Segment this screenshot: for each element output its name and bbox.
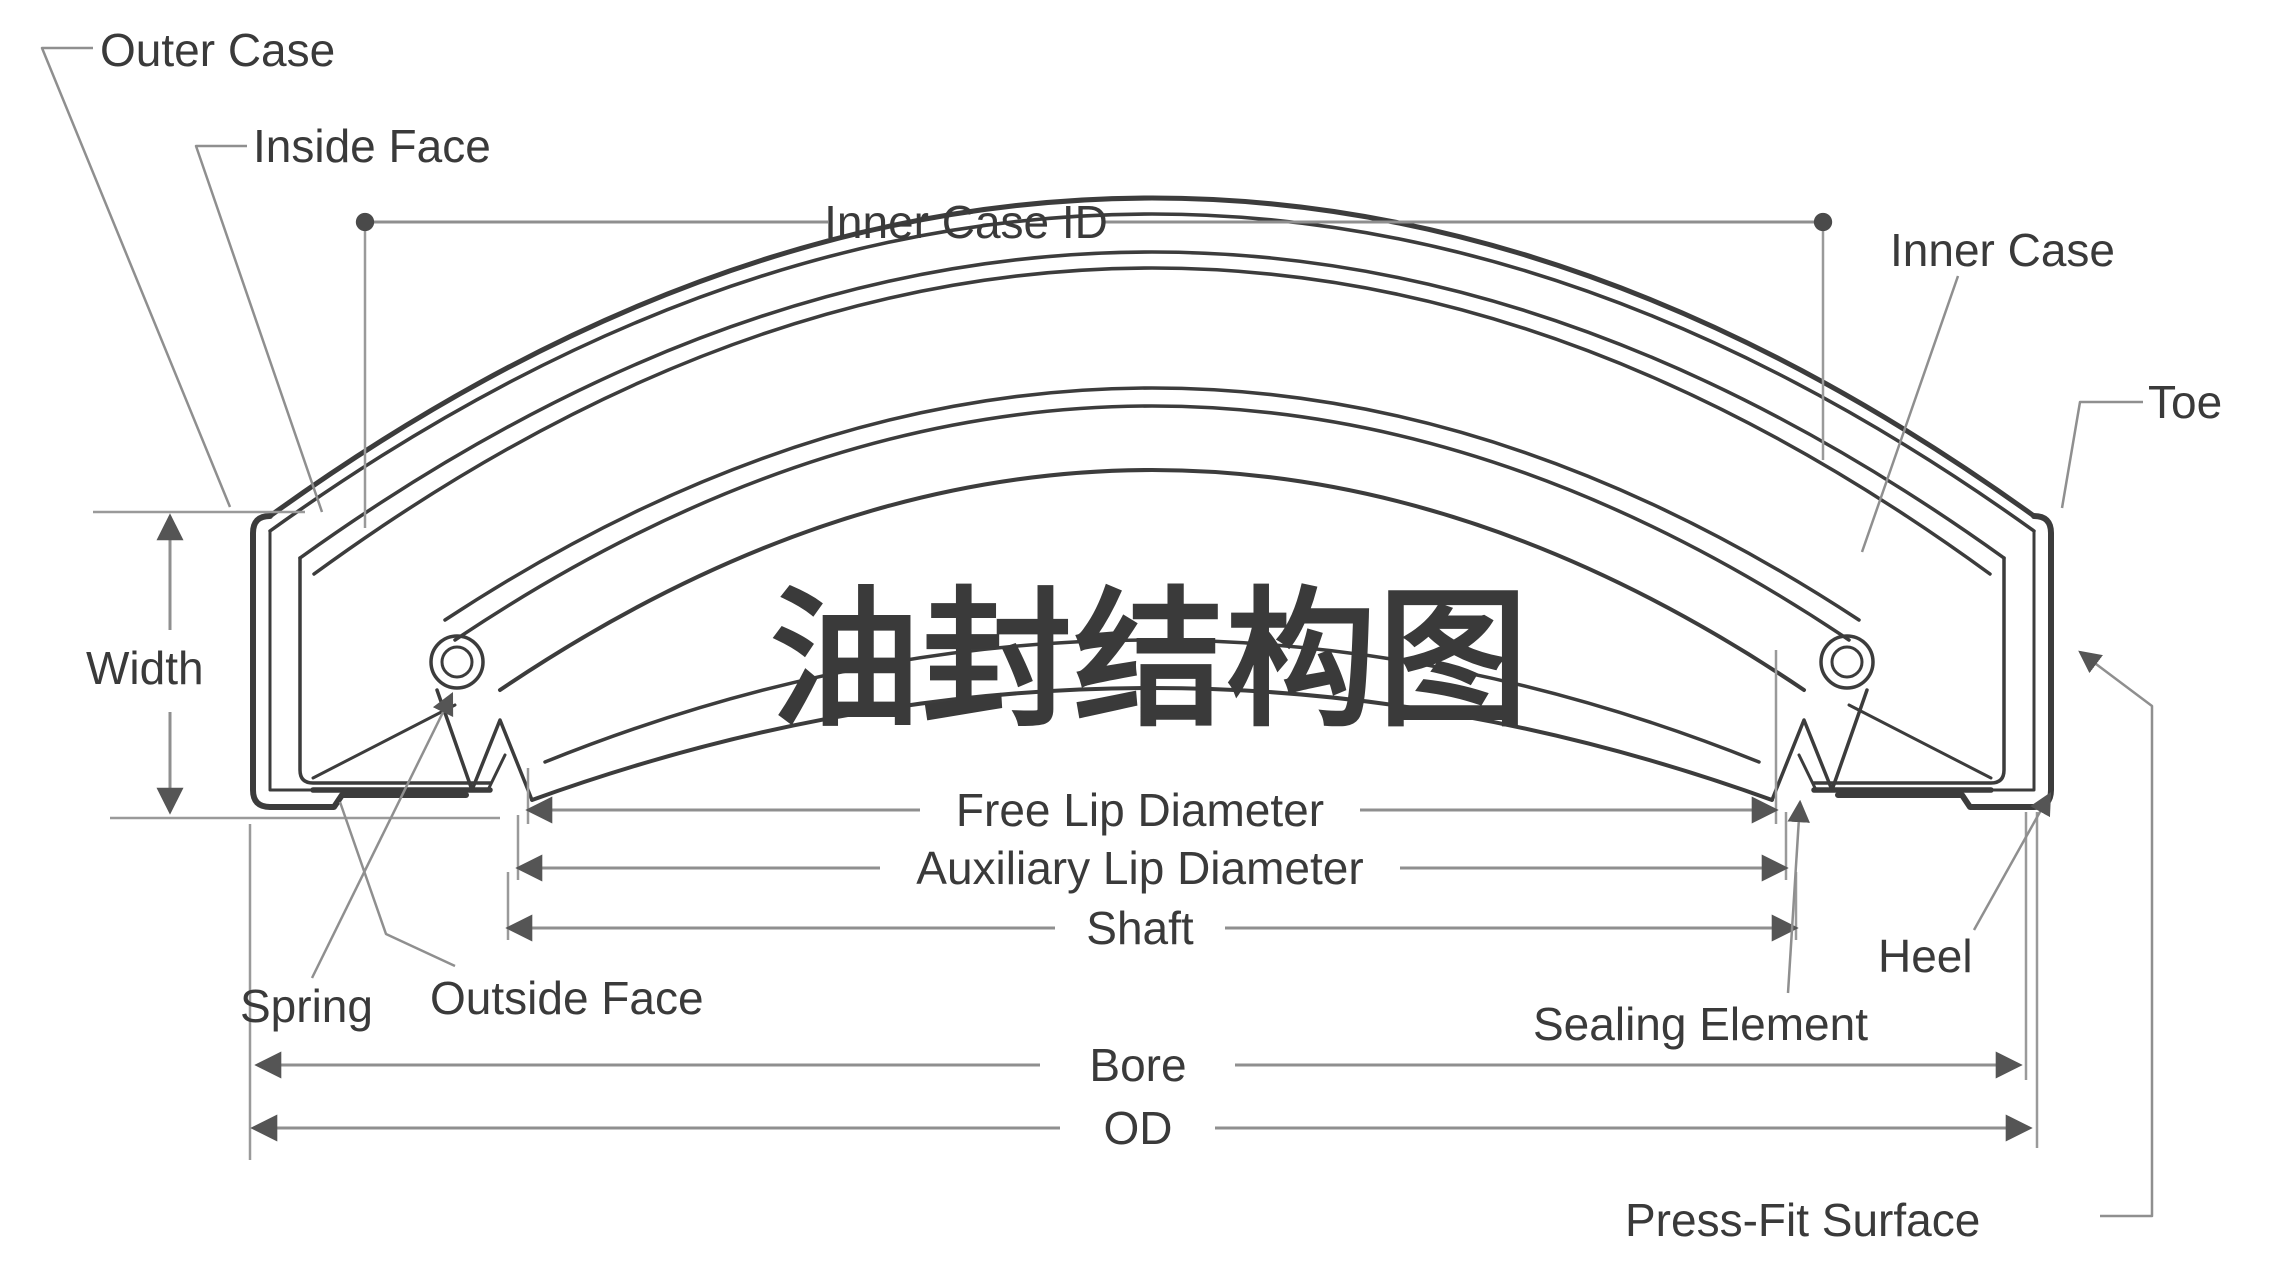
label-outer-case: Outer Case — [100, 24, 335, 76]
label-sealing-element: Sealing Element — [1533, 998, 1868, 1050]
lip-arc-lower — [530, 686, 1774, 802]
diagram-title-chinese: 油封结构图 — [770, 574, 1530, 748]
extension-lines — [93, 228, 2039, 1160]
sealing-lip-right — [1770, 688, 1869, 802]
spring-ring-right-inner — [1830, 645, 1864, 679]
spring-leader — [310, 691, 454, 979]
heel-leader — [1972, 792, 2052, 931]
inner-case-top-arc-inner — [312, 266, 1992, 576]
aux-lip-left — [486, 753, 507, 792]
label-od: OD — [1104, 1102, 1173, 1154]
toe-leader — [2060, 400, 2143, 509]
outer-case-profile-left — [250, 513, 469, 810]
label-inner-case: Inner Case — [1890, 224, 2115, 276]
sealing-element-arc-inner — [453, 404, 1851, 642]
outer-case-profile-right — [1835, 513, 2054, 810]
inside-face-leader — [194, 144, 324, 513]
label-spring: Spring — [240, 980, 373, 1032]
inner-case-top-arc-outer — [298, 250, 2006, 560]
seal-cross-section — [250, 195, 2054, 810]
label-heel: Heel — [1878, 930, 1973, 982]
label-inner-case-id: Inner Case ID — [824, 196, 1108, 248]
inner-case-profile-right — [1812, 556, 2006, 785]
sealing-element-leader — [1786, 799, 1810, 994]
label-auxiliary-lip-diameter: Auxiliary Lip Diameter — [916, 842, 1363, 894]
outer-case-top-arc-inner — [268, 212, 2036, 533]
spring-ring-left-inner — [440, 645, 474, 679]
label-toe: Toe — [2148, 376, 2222, 428]
dimension-lines — [156, 212, 2033, 1142]
spring-ring-left-outer — [429, 634, 485, 690]
text-labels: Outer Case Inside Face Inner Case ID Inn… — [86, 24, 2222, 1246]
outer-case-top-arc-outer — [267, 195, 2037, 519]
lip-arc-upper — [543, 638, 1761, 764]
outer-case-leader — [40, 46, 232, 508]
left-section — [250, 513, 534, 810]
spring-ring-right-outer — [1819, 634, 1875, 690]
label-width: Width — [86, 642, 204, 694]
label-shaft: Shaft — [1086, 902, 1194, 954]
inner-case-leader — [1860, 275, 1960, 553]
right-section — [1770, 513, 2054, 810]
label-outside-face: Outside Face — [430, 972, 704, 1024]
sealing-lip-left — [435, 688, 534, 802]
press-fit-surface-leader — [2078, 650, 2154, 1218]
rubber-diagonal-right — [1847, 703, 1993, 780]
inner-case-profile-left — [298, 556, 492, 785]
label-bore: Bore — [1089, 1039, 1186, 1091]
rubber-diagonal-left — [311, 703, 457, 780]
leader-lines — [40, 46, 2154, 1218]
label-inside-face: Inside Face — [253, 120, 491, 172]
label-free-lip-diameter: Free Lip Diameter — [956, 784, 1324, 836]
aux-lip-right — [1797, 753, 1818, 792]
sealing-element-arc-outer — [443, 386, 1861, 622]
label-press-fit-surface: Press-Fit Surface — [1625, 1194, 1980, 1246]
outside-face-leader — [338, 801, 456, 968]
sealing-element-inner-arc — [498, 468, 1806, 692]
